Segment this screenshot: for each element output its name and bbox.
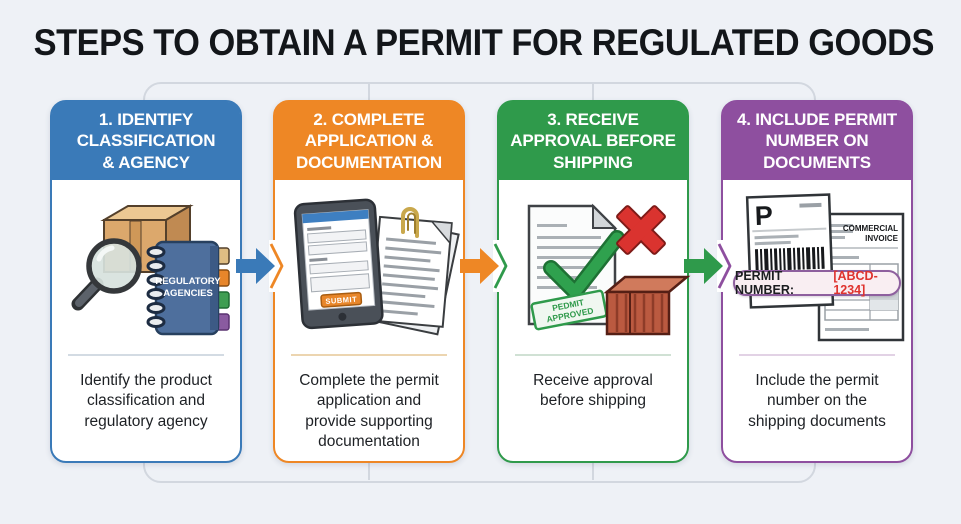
step-1-illustration: REGULATORY AGENCIES bbox=[52, 180, 240, 354]
permit-number-label: PERMIT NUMBER: bbox=[735, 269, 795, 297]
step-2-illustration: SUBMIT bbox=[275, 180, 463, 354]
step-3-header: 3. RECEIVE APPROVAL BEFORE SHIPPING bbox=[499, 102, 687, 180]
step-2-header: 2. COMPLETE APPLICATION & DOCUMENTATION bbox=[275, 102, 463, 180]
application-illustration: SUBMIT bbox=[293, 198, 460, 336]
tablet-home-button bbox=[338, 312, 347, 321]
notebook-title-line-2: AGENCIES bbox=[163, 288, 213, 299]
step-card-3: 3. RECEIVE APPROVAL BEFORE SHIPPING bbox=[497, 100, 691, 463]
notebook-title-line-1: REGULATORY bbox=[155, 276, 221, 287]
arrow-step3-to-step4 bbox=[684, 240, 732, 292]
invoice-title-line-1: COMMERCIAL bbox=[843, 224, 898, 233]
documents-stack-icon bbox=[367, 207, 460, 336]
label-letter: P bbox=[754, 201, 773, 232]
step-4-header: 4. INCLUDE PERMIT NUMBER ON DOCUMENTS bbox=[723, 102, 911, 180]
step-1-header: 1. IDENTIFY CLASSIFICATION & AGENCY bbox=[52, 102, 240, 180]
step-3-illustration: PEDMIT APPROVED bbox=[499, 180, 691, 354]
invoice-title-line-2: INVOICE bbox=[865, 234, 899, 243]
step-card-2: 2. COMPLETE APPLICATION & DOCUMENTATION bbox=[273, 100, 465, 463]
connector-stub bbox=[368, 84, 370, 100]
shipping-container-icon bbox=[603, 275, 691, 336]
permit-approved-stamp: PEDMIT APPROVED bbox=[530, 289, 608, 331]
approval-illustration: PEDMIT APPROVED bbox=[527, 203, 691, 336]
submit-button-label: SUBMIT bbox=[325, 295, 357, 306]
step-3-description: Receive approval before shipping bbox=[533, 372, 653, 410]
step-1-description: Identify the product classification and … bbox=[80, 372, 212, 430]
paperclip-icon bbox=[401, 207, 419, 238]
x-mark-icon bbox=[616, 205, 666, 255]
regulatory-agencies-notebook-icon: REGULATORY AGENCIES bbox=[146, 240, 230, 336]
step-card-4: 4. INCLUDE PERMIT NUMBER ON DOCUMENTS CO… bbox=[721, 100, 913, 463]
divider bbox=[739, 354, 895, 356]
connector-stub bbox=[368, 463, 370, 480]
divider bbox=[515, 354, 671, 356]
step-2-description: Complete the permit application and prov… bbox=[299, 372, 439, 451]
arrow-step1-to-step2 bbox=[236, 240, 284, 292]
documents-illustration: COMMERCIAL INVOICE P bbox=[745, 193, 905, 342]
barcode-icon bbox=[754, 246, 825, 272]
submit-button[interactable]: SUBMIT bbox=[320, 291, 363, 308]
divider bbox=[291, 354, 447, 356]
step-4-description: Include the permit number on the shippin… bbox=[748, 372, 886, 430]
connector-stub bbox=[592, 84, 594, 100]
arrow-step2-to-step3 bbox=[460, 240, 508, 292]
magnifying-glass-icon bbox=[71, 238, 142, 311]
step-card-1: 1. IDENTIFY CLASSIFICATION & AGENCY bbox=[50, 100, 242, 463]
tablet-form-icon: SUBMIT bbox=[293, 198, 384, 330]
classification-illustration: REGULATORY AGENCIES bbox=[71, 204, 230, 336]
permit-number-value: [ABCD-1234] bbox=[833, 269, 878, 297]
connector-stub bbox=[592, 463, 594, 480]
divider bbox=[68, 354, 224, 356]
step-4-illustration: COMMERCIAL INVOICE P bbox=[723, 180, 911, 354]
page-title: STEPS TO OBTAIN A PERMIT FOR REGULATED G… bbox=[33, 22, 935, 63]
checkmark-icon bbox=[543, 230, 625, 300]
permit-number-badge: PERMIT NUMBER: [ABCD-1234] bbox=[733, 269, 901, 297]
